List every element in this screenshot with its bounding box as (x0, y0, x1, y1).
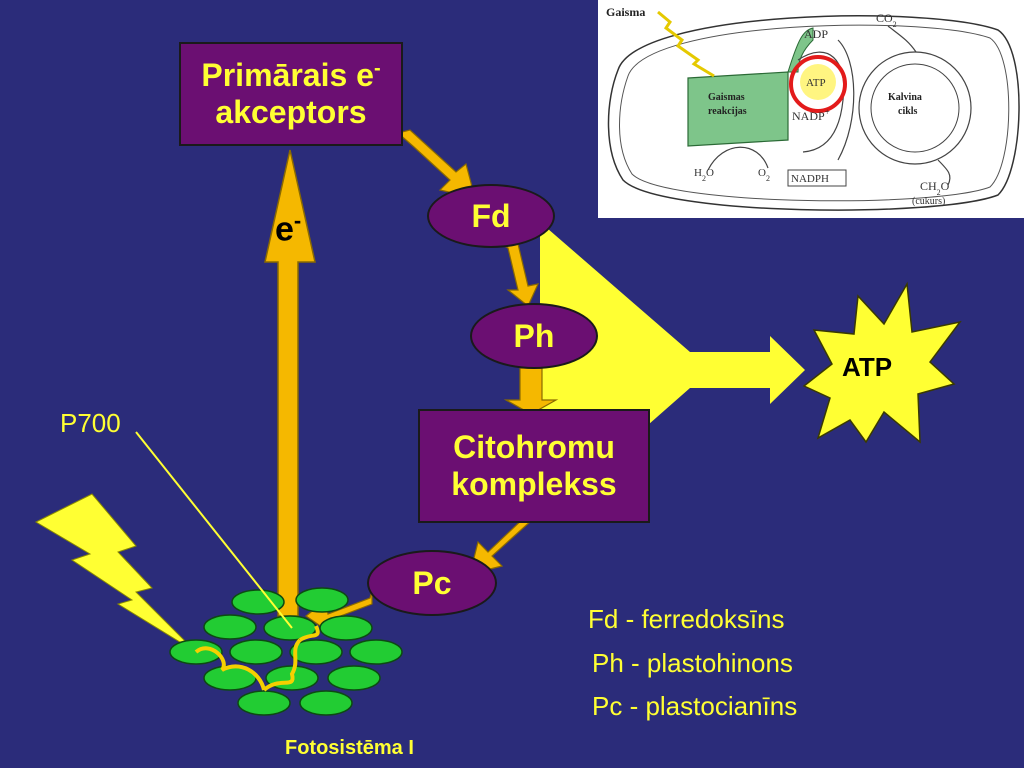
photosystem-label: Fotosistēma I (285, 737, 414, 759)
electron-label: e- (275, 208, 301, 249)
inset-kalvina-2: cikls (898, 106, 918, 117)
inset-o2: O (758, 167, 766, 179)
cytochrome-line1: Citohromu (453, 429, 615, 466)
inset-ch2o-ch: CH (920, 179, 937, 193)
chloroplast-inset-drawing: Gaisma ADP CO2 ATP Gaismas reakcijas NAD… (606, 5, 1020, 211)
inset-ch2o-sub: 2 (937, 188, 941, 197)
ph-node: Ph (470, 303, 598, 369)
energy-transfer-arrows (194, 625, 320, 692)
atp-starburst (802, 281, 962, 444)
cytochrome-complex-box: Citohromu komplekss (418, 409, 650, 523)
p700-label: P700 (60, 408, 121, 438)
inset-o2-sub: 2 (766, 174, 770, 183)
cytochrome-line2: komplekss (451, 466, 617, 502)
primary-acceptor-line2: akceptors (215, 94, 367, 130)
inset-nadp: NADP (792, 109, 825, 123)
electron-label-text: e (275, 210, 294, 249)
inset-nadp-sup: + (825, 107, 830, 117)
p700-pointer-line (135, 431, 293, 629)
atp-label: ATP (842, 352, 893, 382)
svg-text:CO2: CO2 (876, 11, 897, 29)
inset-co2-sub: 2 (893, 20, 897, 29)
svg-text:O2: O2 (758, 167, 770, 183)
inset-nadph: NADPH (791, 173, 829, 185)
lightning-bolt-icon (34, 493, 197, 653)
inset-ch2o-o: O (941, 179, 950, 193)
electron-up-arrow (264, 149, 316, 617)
arrow-fd-to-ph (499, 243, 540, 307)
fd-label: Fd (471, 197, 511, 234)
pc-node: Pc (367, 550, 497, 616)
inset-h2o-o: O (706, 167, 714, 179)
inset-atp: ATP (806, 77, 826, 89)
inset-h2o-sub: 2 (702, 174, 706, 183)
electron-label-sup: - (293, 208, 302, 233)
arrow-ph-to-cytochrome (503, 367, 559, 415)
electron-superscript: - (373, 57, 381, 80)
legend-fd: Fd - ferredoksīns (588, 604, 785, 634)
legend-pc: Pc - plastocianīns (592, 691, 798, 721)
chloroplast-inset: Gaisma ADP CO2 ATP Gaismas reakcijas NAD… (598, 0, 1024, 218)
inset-h2o-h: H (694, 167, 702, 179)
inset-adp: ADP (804, 27, 828, 41)
inset-kalvina-1: Kalvina (888, 92, 922, 103)
pc-label: Pc (412, 564, 452, 601)
ph-label: Ph (513, 317, 555, 354)
primary-acceptor-line1: Primārais e- (181, 57, 401, 94)
fd-node: Fd (427, 184, 555, 248)
svg-text:CH2O: CH2O (920, 179, 950, 197)
inset-cukurs: (cukurs) (912, 196, 945, 207)
inset-gaismas-1: Gaismas (708, 92, 745, 103)
svg-text:NADP+: NADP+ (792, 107, 830, 123)
primary-acceptor-box: Primārais e- akceptors (179, 42, 403, 146)
primary-acceptor-text: Primārais e (201, 57, 374, 94)
legend-ph: Ph - plastohinons (592, 648, 793, 678)
inset-co2: CO (876, 11, 893, 25)
svg-text:H2O: H2O (694, 167, 714, 183)
atp-highlight-circle (789, 55, 847, 113)
inset-gaismas-2: reakcijas (708, 106, 747, 117)
inset-gaisma: Gaisma (606, 5, 645, 19)
